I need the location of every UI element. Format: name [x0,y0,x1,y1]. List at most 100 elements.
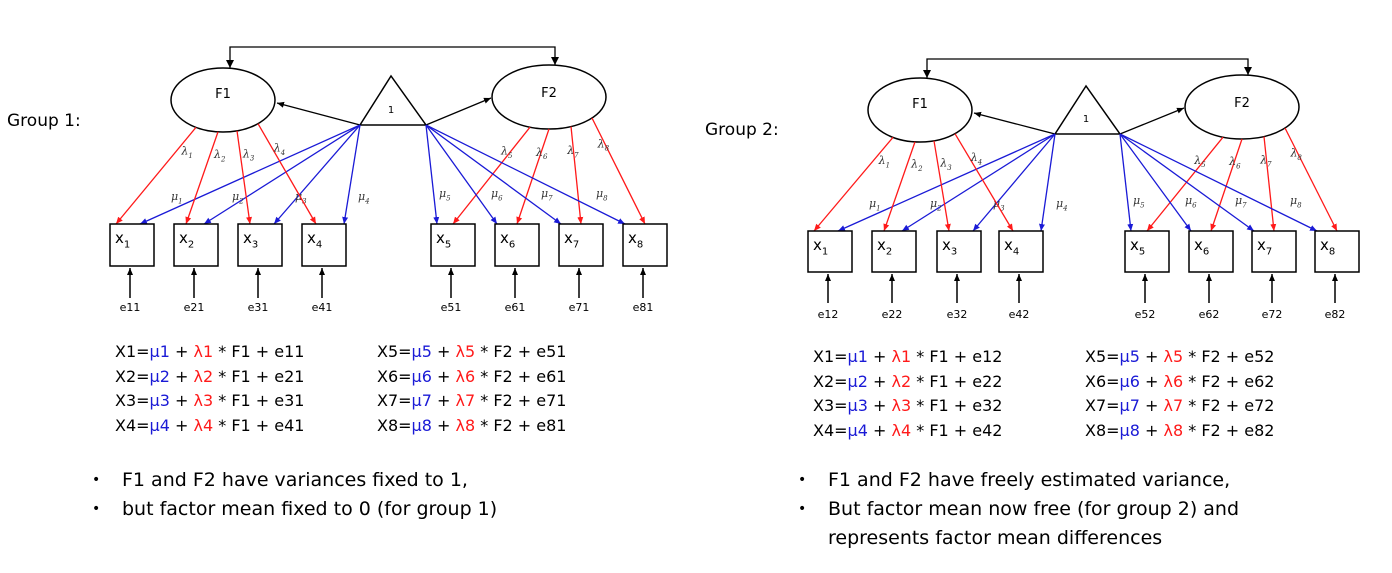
loading-label-4: λ4 [273,142,285,157]
indicator-box-2 [173,223,219,267]
error-label-8: e81 [633,301,654,314]
indicator-box-5 [430,223,476,267]
group-1-label: Group 1: [7,111,81,131]
factor-1-ellipse [867,77,973,143]
equation-lhs: X6= [377,366,412,386]
arrowhead-icon [923,70,931,78]
loading-label-5: λ5 [1193,154,1206,169]
indicator-label-1: x1 [813,236,828,258]
loading-label-8: λ8 [1289,147,1302,162]
indicator-box-6 [1188,230,1234,273]
equation-rest: * F2 + e82 [1183,420,1275,440]
equation-mu: μ3 [847,396,868,415]
equation-8: X8=μ8 + λ8 * F2 + e82 [1085,419,1274,444]
equation-mu: μ8 [411,415,432,435]
error-label-4: e42 [1009,308,1030,321]
equation-plus1: + [431,342,456,361]
equation-lam: λ1 [891,347,912,366]
equation-8: X8=μ8 + λ8 * F2 + e81 [377,414,566,439]
equation-lam: λ5 [1163,347,1184,366]
equation-6: X6=μ6 + λ6 * F2 + e61 [377,365,566,390]
intercept-label-6: μ6 [1185,194,1197,209]
intercept-label-7: μ7 [1235,194,1247,209]
indicator-box-8 [622,223,668,267]
equation-2: X2=μ2 + λ2 * F1 + e22 [813,370,1002,395]
indicator-box-8 [1314,230,1360,273]
group-2-notes: •F1 and F2 have freely estimated varianc… [798,466,1239,553]
indicator-label-2: x2 [179,229,194,251]
indicator-box-3 [237,223,283,267]
equation-lhs: X5= [1085,347,1120,366]
factor-1-label: F1 [215,87,231,102]
indicator-label-5: x5 [1130,236,1145,258]
group-1-notes: •F1 and F2 have variances fixed to 1,•bu… [92,466,497,524]
intercept-path-1 [837,133,1056,232]
indicator-label-6: x6 [500,229,515,251]
intercept-label-8: μ8 [596,187,608,202]
error-label-1: e11 [120,301,141,314]
equation-lam: λ6 [1163,371,1184,391]
equation-4: X4=μ4 + λ4 * F1 + e41 [115,414,304,439]
intercept-path-2 [901,133,1056,232]
equation-mu: μ4 [149,415,170,435]
arrowhead-icon [1244,67,1252,75]
intercept-label-2: μ2 [930,197,942,212]
constant-label: 1 [1083,114,1089,125]
arrowhead-icon [551,57,559,65]
equation-rest: * F2 + e71 [475,391,567,410]
intercept-path-1 [139,124,361,225]
equation-mu: μ3 [149,391,170,410]
loading-path-7 [570,126,584,225]
indicator-label-8: x8 [628,229,643,251]
error-label-6: e62 [1199,308,1220,321]
loading-path-7 [1263,136,1277,232]
equation-3: X3=μ3 + λ3 * F1 + e32 [813,394,1002,419]
indicator-box-6 [494,223,540,267]
factor-2-mean-path [1119,107,1185,135]
equation-mu: μ8 [1119,420,1140,440]
equation-plus1: + [169,342,194,361]
indicator-label-2: x2 [877,236,892,258]
equation-rest: * F1 + e32 [911,396,1003,415]
note-text: but factor mean fixed to 0 (for group 1) [122,498,498,520]
intercept-path-4 [342,124,361,225]
equation-lam: λ4 [891,420,912,440]
loading-label-7: λ7 [566,144,579,159]
intercept-path-5 [425,124,440,225]
equation-rest: * F1 + e31 [213,391,305,410]
equation-plus1: + [169,366,194,386]
loading-label-3: λ3 [939,157,952,172]
equation-6: X6=μ6 + λ6 * F2 + e62 [1085,370,1274,395]
intercept-path-6 [425,124,498,225]
equation-plus1: + [1139,420,1164,440]
loading-label-6: λ6 [535,146,548,161]
loading-label-4: λ4 [970,151,982,166]
loading-label-5: λ5 [500,144,513,159]
loading-label-2: λ2 [910,157,923,172]
error-label-7: e71 [569,301,590,314]
loading-path-1 [813,136,894,232]
arrowhead-icon [226,60,234,68]
bullet-icon: • [92,501,101,517]
equation-1: X1=μ1 + λ1 * F1 + e12 [813,345,1002,370]
equation-lhs: X3= [813,396,848,415]
equation-lam: λ7 [455,391,476,410]
indicator-box-5 [1124,230,1170,273]
indicator-box-1 [109,223,155,267]
equation-rest: * F1 + e22 [911,371,1003,391]
indicator-box-4 [301,223,347,267]
loading-path-6 [1210,138,1243,232]
indicator-box-1 [807,230,853,273]
factor-2-label: F2 [1234,96,1250,111]
equation-lhs: X1= [115,342,150,361]
note-text: But factor mean now free (for group 2) a… [828,498,1240,520]
equation-lhs: X2= [813,371,848,391]
equation-lam: λ4 [193,415,214,435]
equation-1: X1=μ1 + λ1 * F1 + e11 [115,340,304,365]
error-label-5: e51 [441,301,462,314]
equation-lhs: X5= [377,342,412,361]
equation-rest: * F2 + e61 [475,366,567,386]
equation-rest: * F1 + e42 [911,420,1003,440]
